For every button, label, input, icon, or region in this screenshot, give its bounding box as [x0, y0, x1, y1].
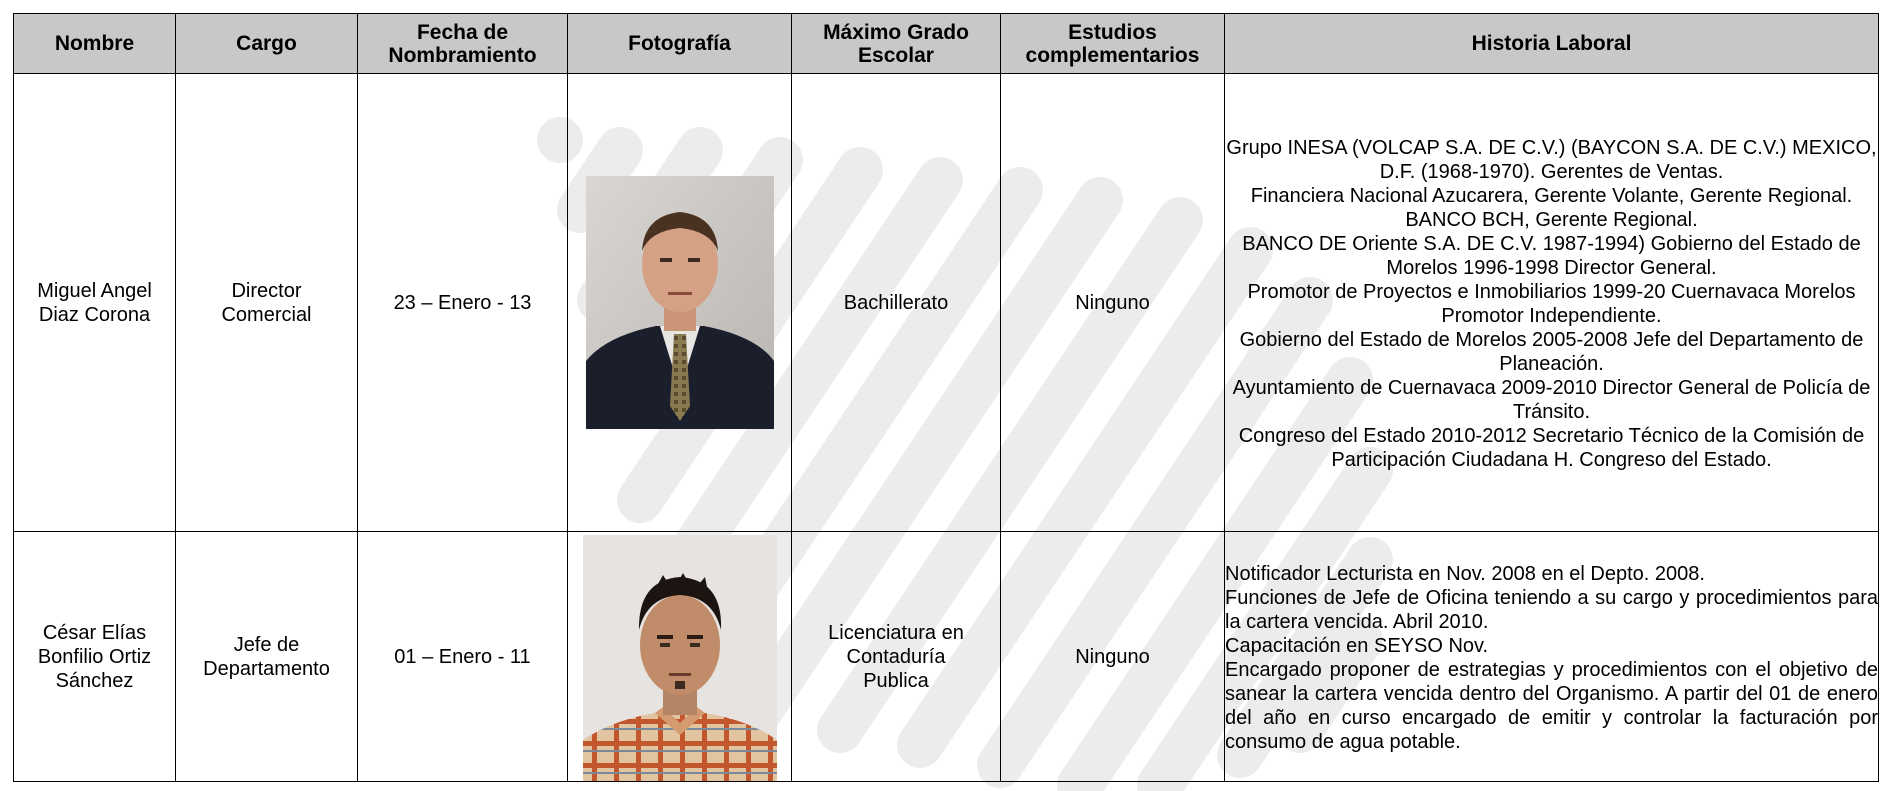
historia-item: BANCO BCH, Gerente Regional.: [1405, 208, 1698, 231]
historia-item: Financiera Nacional Azucarera, Gerente V…: [1250, 184, 1853, 207]
header-fecha-label: Fecha de Nombramiento: [388, 20, 537, 67]
nombre-text: César Elías Bonfilio Ortiz Sánchez: [37, 621, 152, 692]
cell-historia: Grupo INESA (VOLCAP S.A. DE C.V.) (BAYCO…: [1224, 73, 1879, 532]
grado-text: Licenciatura en Contaduría Publica: [828, 621, 964, 692]
staff-table: Nombre Cargo Fecha de Nombramiento Fotog…: [13, 13, 1879, 782]
header-row: Nombre Cargo Fecha de Nombramiento Fotog…: [13, 13, 1879, 74]
cell-historia: Notificador Lecturista en Nov. 2008 en e…: [1224, 531, 1879, 782]
cell-fecha: 23 – Enero - 13: [357, 73, 568, 532]
historia-list: Notificador Lecturista en Nov. 2008 en e…: [1225, 560, 1878, 754]
historia-item: Notificador Lecturista en Nov. 2008 en e…: [1225, 562, 1705, 585]
cell-grado: Bachillerato: [791, 73, 1001, 532]
header-historia: Historia Laboral: [1224, 13, 1879, 74]
cell-nombre: Miguel Angel Diaz Corona: [13, 73, 176, 532]
historia-item: Grupo INESA (VOLCAP S.A. DE C.V.) (BAYCO…: [1226, 136, 1877, 183]
historia-item: Encargado proponer de estrategias y proc…: [1225, 658, 1878, 753]
historia-item: Promotor de Proyectos e Inmobiliarios 19…: [1247, 280, 1856, 327]
header-grado-label: Máximo Grado Escolar: [823, 20, 969, 67]
cargo-text: Jefe de Departamento: [203, 633, 330, 680]
historia-item: Gobierno del Estado de Morelos 2005-2008…: [1239, 328, 1864, 375]
cell-grado: Licenciatura en Contaduría Publica: [791, 531, 1001, 782]
cell-fotografia: [567, 531, 792, 782]
cell-estudios: Ninguno: [1000, 531, 1225, 782]
header-cargo: Cargo: [175, 13, 358, 74]
photo-cesar: [582, 535, 777, 781]
historia-item: Ayuntamiento de Cuernavaca 2009-2010 Dir…: [1232, 376, 1871, 423]
cell-fotografia: [567, 73, 792, 532]
nombre-text: Miguel Angel Diaz Corona: [37, 279, 152, 326]
header-estudios-label: Estudios complementarios: [1025, 20, 1200, 67]
header-fotografia: Fotografía: [567, 13, 792, 74]
header-fecha: Fecha de Nombramiento: [357, 13, 568, 74]
cell-cargo: Jefe de Departamento: [175, 531, 358, 782]
historia-item: Congreso del Estado 2010-2012 Secretario…: [1238, 424, 1865, 471]
cell-nombre: César Elías Bonfilio Ortiz Sánchez: [13, 531, 176, 782]
header-nombre: Nombre: [13, 13, 176, 74]
header-grado: Máximo Grado Escolar: [791, 13, 1001, 74]
historia-item: BANCO DE Oriente S.A. DE C.V. 1987-1994)…: [1242, 232, 1861, 279]
header-estudios: Estudios complementarios: [1000, 13, 1225, 74]
historia-item: Funciones de Jefe de Oficina teniendo a …: [1225, 586, 1878, 633]
historia-list: Grupo INESA (VOLCAP S.A. DE C.V.) (BAYCO…: [1225, 134, 1878, 472]
cell-cargo: Director Comercial: [175, 73, 358, 532]
table-row: Miguel Angel Diaz Corona Director Comerc…: [13, 73, 1879, 532]
cell-estudios: Ninguno: [1000, 73, 1225, 532]
cell-fecha: 01 – Enero - 11: [357, 531, 568, 782]
cargo-text: Director Comercial: [221, 279, 312, 326]
photo-miguel: [585, 176, 774, 429]
table-row: César Elías Bonfilio Ortiz Sánchez Jefe …: [13, 531, 1879, 782]
historia-item: Capacitación en SEYSO Nov.: [1225, 634, 1489, 657]
